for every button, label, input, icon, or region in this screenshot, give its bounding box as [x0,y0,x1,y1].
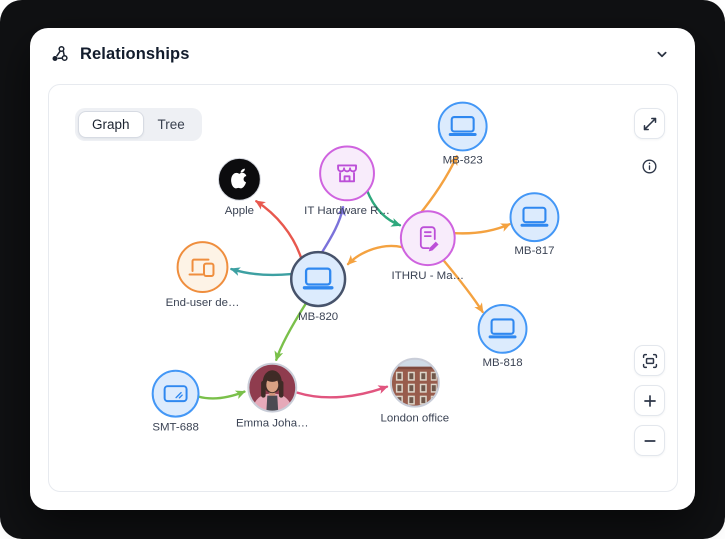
relationship-graph[interactable]: MB-823 MB-817 MB-818 ITHRU - Ma… [49,85,677,491]
node-mb-818[interactable]: MB-818 [477,303,528,369]
node-ithru-ma[interactable]: ITHRU - Ma… [392,210,465,282]
fit-to-screen-button[interactable] [634,345,665,376]
node-label: SMT-688 [152,422,198,434]
relationships-graph-icon [50,44,70,64]
edge-ithru-mb823 [417,155,458,217]
node-mb-823[interactable]: MB-823 [437,101,488,167]
tab-graph[interactable]: Graph [78,111,144,138]
view-toggle: Graph Tree [75,108,202,141]
card-header: Relationships [30,28,695,80]
expand-button[interactable] [634,108,665,139]
node-label: IT Hardware R… [304,205,390,217]
node-label: MB-818 [483,357,523,369]
node-label: MB-817 [514,245,554,257]
node-it-hardware[interactable]: IT Hardware R… [304,145,390,217]
plus-icon [643,394,656,407]
node-apple[interactable]: Apple [217,157,261,217]
expand-icon [643,117,656,130]
edge-smt688-emma [197,390,246,400]
contract-icon [419,226,439,252]
node-smt-688[interactable]: SMT-688 [151,369,200,434]
edge-mb820-emma [274,301,308,362]
chevron-down-icon[interactable] [651,43,673,65]
zoom-out-button[interactable] [634,425,665,456]
node-label: End-user de… [166,297,240,309]
node-label: Emma Joha… [236,418,309,430]
panel-title: Relationships [80,44,190,63]
edge-ithru-mb818 [440,256,484,314]
edge-mb820-end-user [229,267,293,277]
node-mb-820[interactable]: MB-820 [289,250,347,323]
node-london-office[interactable]: London office [381,357,450,425]
node-label: MB-823 [443,154,483,166]
devices-icon [188,258,215,278]
edge-ithru-mb817 [453,223,511,235]
relationships-card: Relationships Graph Tree [30,28,695,510]
node-emma[interactable]: Emma Joha… [236,362,309,430]
node-label: Apple [225,205,254,217]
tab-tree[interactable]: Tree [144,111,199,138]
node-label: ITHRU - Ma… [392,270,465,282]
apple-logo-icon [231,168,250,189]
node-mb-817[interactable]: MB-817 [509,192,560,257]
edge-layer [197,155,511,400]
tablet-icon [163,385,188,403]
node-label: London office [381,413,450,425]
info-icon[interactable] [640,157,659,176]
storefront-icon [337,164,357,183]
edge-mb820-apple [255,200,303,260]
fit-to-screen-icon [642,353,657,368]
edge-ithardware-ithru [365,189,402,227]
edge-emma-london [296,385,389,399]
edge-mb820-it-hardware [320,205,346,254]
node-label: MB-820 [298,311,338,323]
person-avatar [248,363,297,412]
node-end-user-devices[interactable]: End-user de… [166,241,240,309]
graph-panel: Graph Tree [48,84,678,492]
minus-icon [643,439,656,442]
zoom-in-button[interactable] [634,385,665,416]
edge-ithru-mb820 [346,244,404,266]
